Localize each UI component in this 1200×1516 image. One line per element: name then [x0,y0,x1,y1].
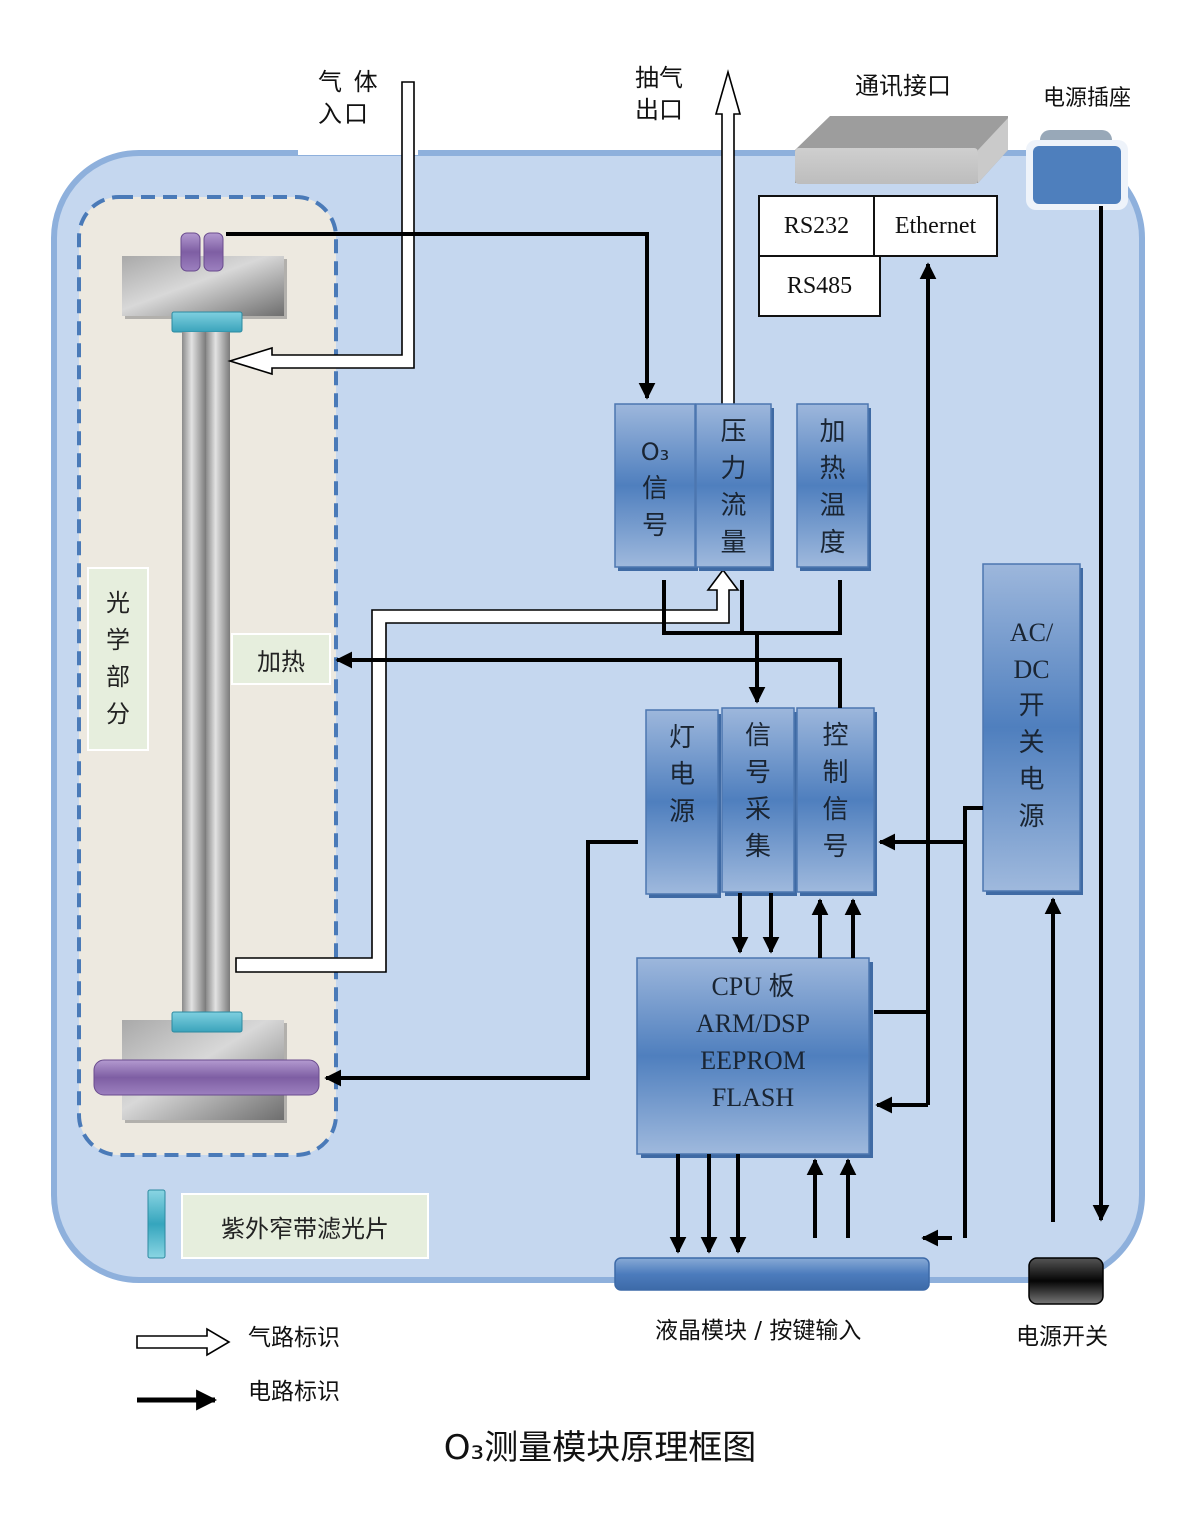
gas-return-pipe [235,568,740,973]
top-block [122,256,284,316]
module-text-line: 集 [744,832,771,862]
uv-lamp-icon [93,1059,320,1096]
module-text-line: 号 [822,832,849,862]
legend-electric-label: 电路标识 [248,1379,340,1405]
wire-power-control [878,806,983,851]
module-text-line: 度 [819,528,846,558]
enclosure-gap [298,140,418,155]
port-rs485: RS485 [758,255,881,317]
module-text-line: 源 [1018,802,1045,832]
gas-inlet-label-line2: 入口 [318,100,370,129]
module-text-line: 加 [819,417,846,447]
optical-label-char: 光 [106,589,130,617]
module-text-line: 控 [822,721,849,751]
o3-signal-text: O₃ 信 号 [615,434,695,545]
module-text-line: 流 [720,491,747,521]
legend-gas-label: 气路标识 [248,1325,340,1351]
module-text-line: 力 [720,454,747,484]
cpu-line: ARM/DSP [695,1009,811,1038]
module-text-line: 量 [720,528,747,558]
module-signal-acquisition [721,707,797,896]
lamp-power-text: 灯 电 源 [646,720,718,831]
uv-filter-legend-icon [147,1189,166,1259]
module-text-line: 号 [744,758,771,788]
module-text-line: 信 [822,795,849,825]
module-heating-temp [796,403,871,571]
exhaust-label-line1: 抽气 [635,64,683,92]
cpu-board [636,957,873,1158]
wire-sensor-bus [662,580,842,635]
module-text-line: 信 [744,721,771,751]
gas-inlet-label-line1: 气 体 [318,68,380,96]
cpu-board-text: CPU 板 ARM/DSP EEPROM FLASH [637,968,869,1116]
cpu-line: EEPROM [700,1046,806,1075]
optical-label-char: 部 [106,663,130,691]
module-pressure-flow [695,403,774,571]
module-text-line: 电 [1018,765,1045,795]
wire-detector-o3 [226,232,656,400]
power-socket-label: 电源插座 [1043,86,1132,111]
wire-lamppower-lamp [324,840,638,1087]
comm-device [795,148,978,184]
diagram-title: O₃测量模块原理框图 [443,1428,757,1468]
comm-device-side [978,118,1008,183]
module-text-line: AC/ [1009,618,1054,647]
absorption-tube-left [182,332,206,1012]
module-text-line: 信 [641,474,668,504]
module-text-line: 热 [819,454,846,484]
control-signal-text: 控 制 信 号 [797,718,874,866]
uv-filter-top [171,311,243,333]
power-switch-icon[interactable] [1028,1257,1104,1305]
optical-label-char: 分 [106,700,130,728]
module-lamp-power [645,709,721,898]
module-control-signal [796,707,877,896]
exhaust-outlet-pipe [714,69,742,406]
comm-interface-label: 通讯接口 [855,72,951,100]
module-text-line: O₃ [640,438,670,466]
exhaust-outlet-label: 抽气 出口 [635,62,683,127]
legend-gas-arrow-icon [136,1327,231,1357]
lcd-keypad-label: 液晶模块 / 按键输入 [655,1318,862,1344]
module-text-line: 关 [1018,728,1045,758]
module-text-line: 采 [744,795,771,825]
port-rs232: RS232 [758,195,875,257]
module-text-line: DC [1013,655,1050,684]
gas-inlet-label: 气 体 入口 [318,66,380,131]
wire-control-heating [335,651,842,708]
module-acdc-power [982,563,1083,895]
heating-label: 加热 [231,633,331,685]
detector-icon [180,232,201,272]
cpu-line: CPU 板 [711,972,795,1001]
module-text-line: 源 [668,797,695,827]
module-o3-signal [614,403,698,571]
gas-inlet-pipe [227,81,415,376]
heating-temp-text: 加 热 温 度 [797,414,868,562]
port-ethernet: Ethernet [873,195,998,257]
cpu-line: FLASH [711,1083,795,1112]
module-text-line: 电 [668,760,695,790]
power-switch-label: 电源开关 [1016,1324,1108,1350]
detector-icon [203,232,224,272]
signal-acquisition-text: 信 号 采 集 [722,718,794,866]
module-text-line: 号 [641,511,668,541]
exhaust-label-line2: 出口 [635,96,683,125]
module-text-line: 压 [720,417,747,447]
optical-label-char: 学 [106,626,130,654]
uv-filter-legend-label: 紫外窄带滤光片 [181,1193,429,1259]
lcd-keypad-bar [614,1257,930,1291]
module-text-line: 灯 [668,723,695,753]
pressure-flow-text: 压 力 流 量 [696,414,771,562]
module-text-line: 开 [1018,691,1045,721]
module-text-line: 制 [822,758,849,788]
module-text-line: 温 [819,491,846,521]
power-socket-icon [1033,146,1121,204]
uv-filter-bottom [171,1011,243,1033]
electric-wires [226,206,1110,1254]
acdc-power-text: AC/ DC 开 关 电 源 [983,614,1080,836]
optical-section-label: 光 学 部 分 [87,567,149,751]
absorption-tube-right [206,332,230,1012]
